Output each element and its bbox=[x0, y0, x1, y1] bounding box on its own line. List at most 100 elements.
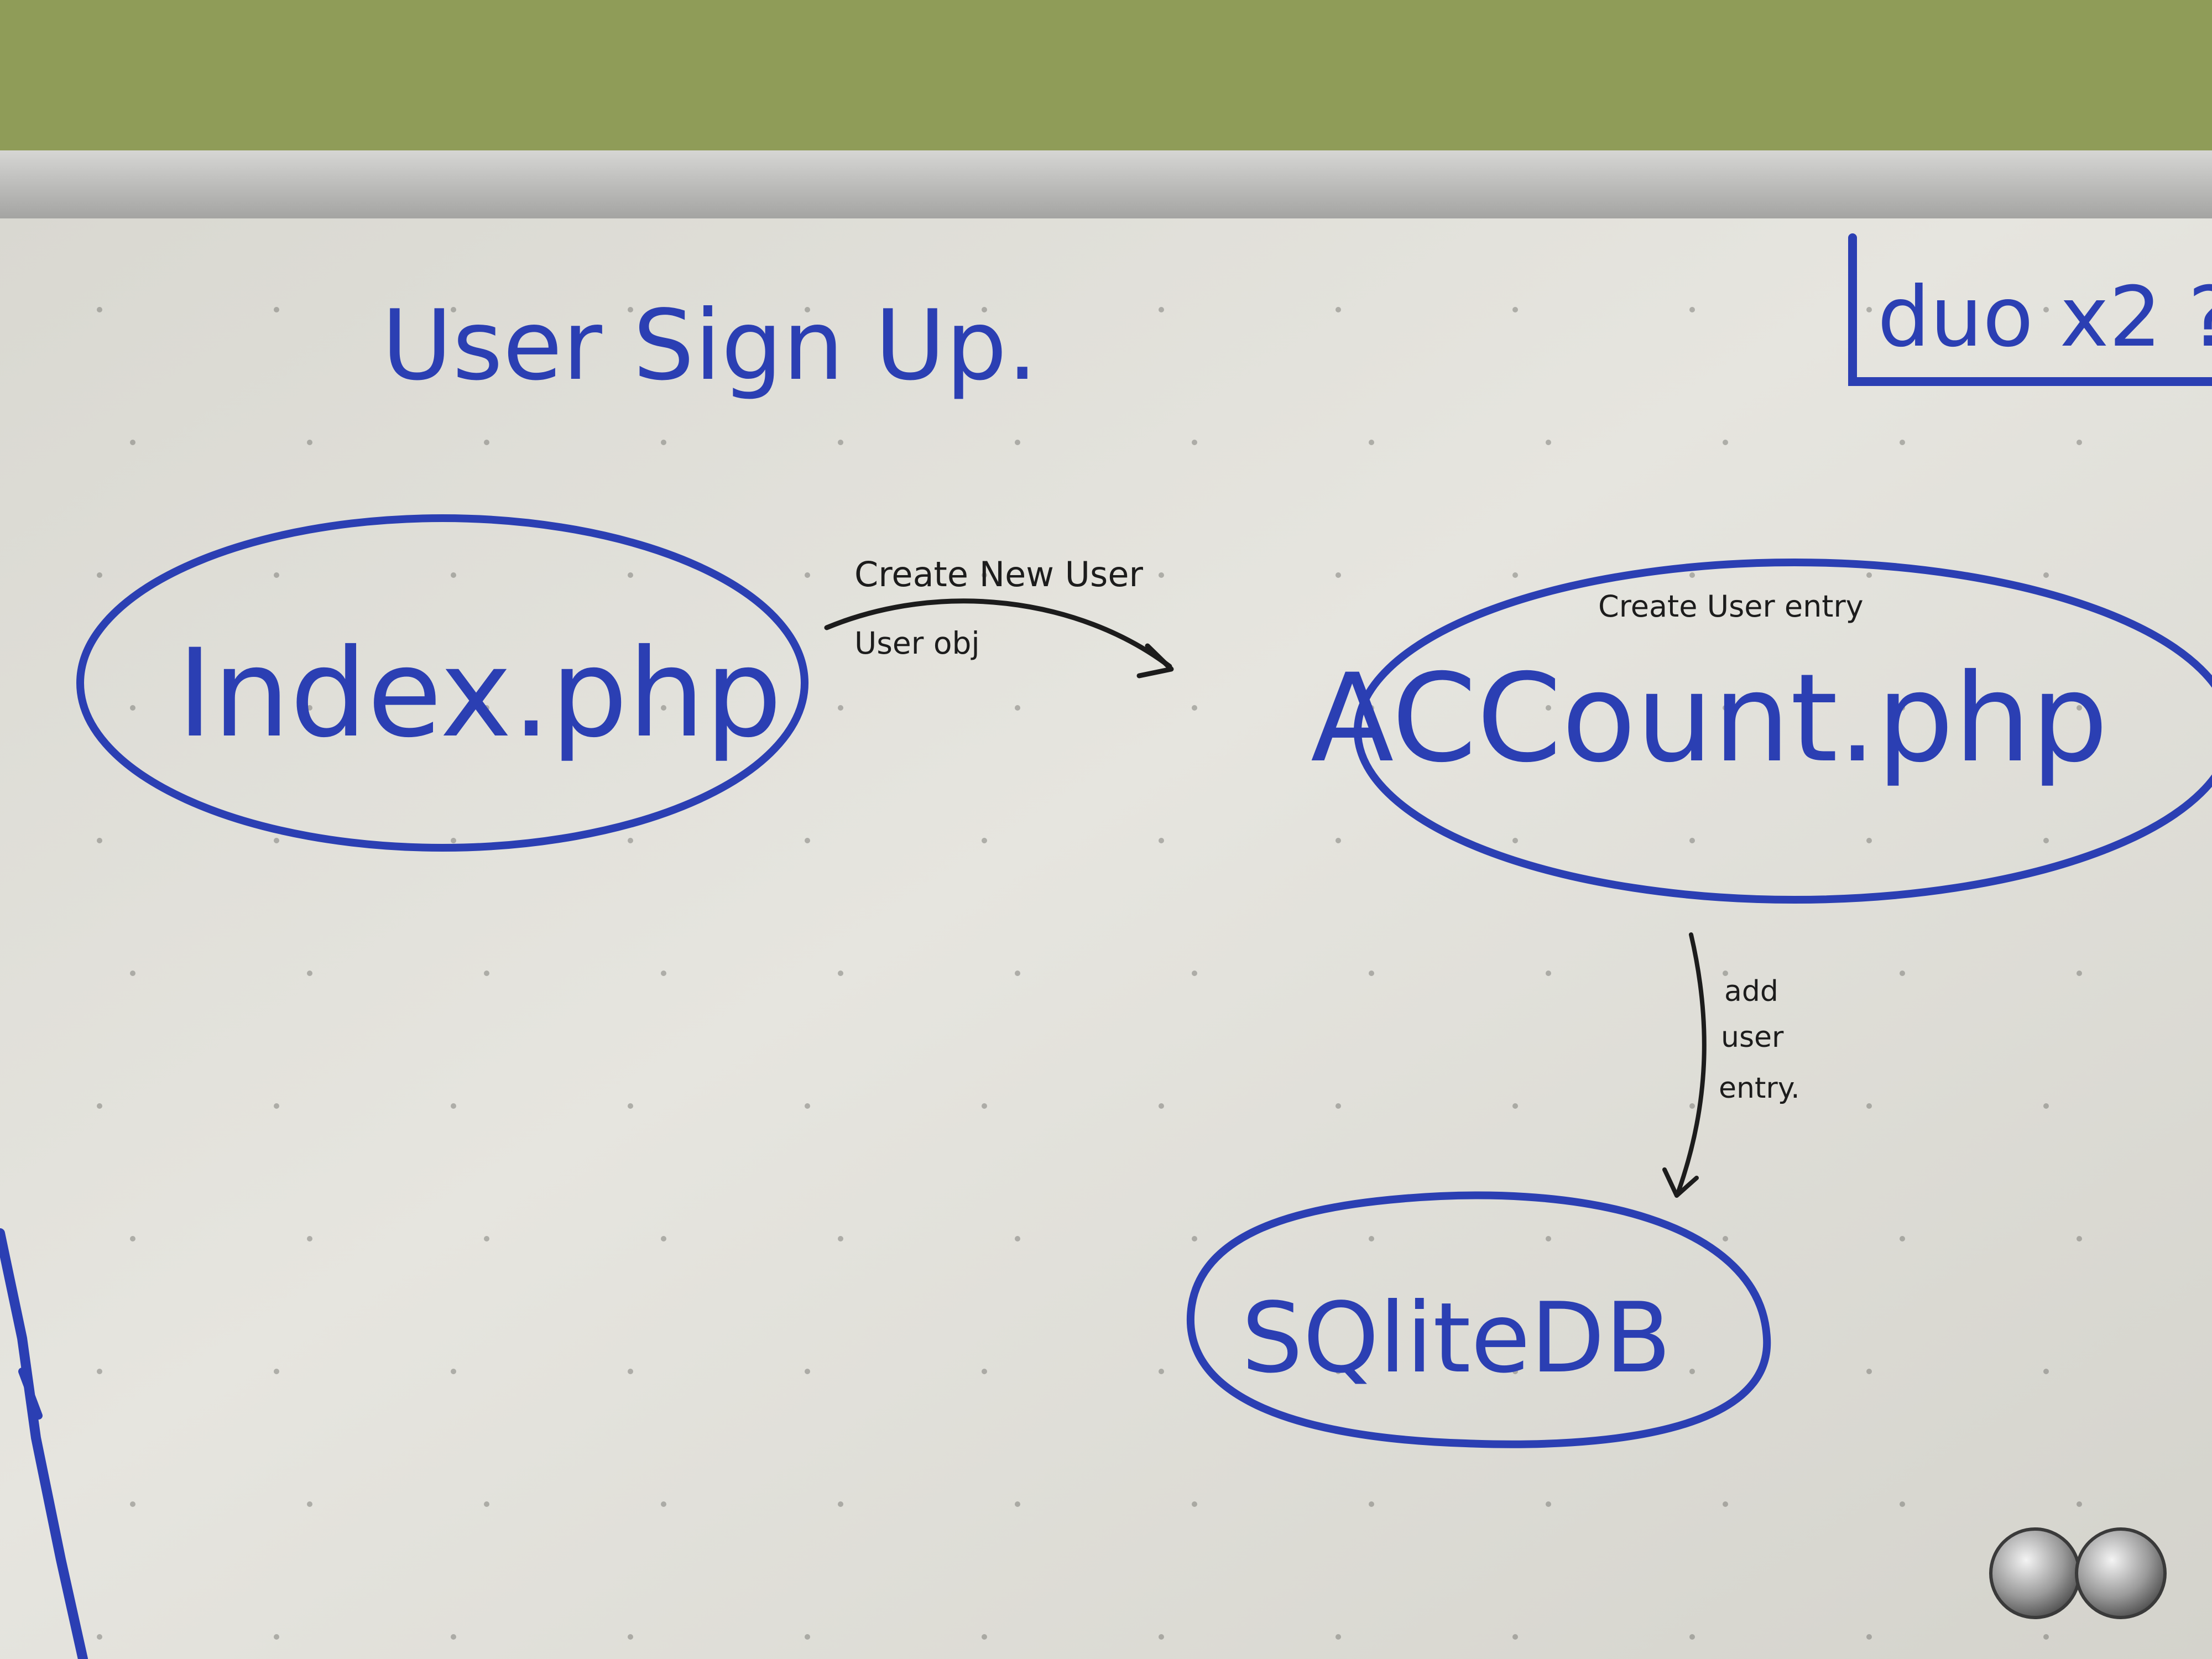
board-dot bbox=[1512, 1634, 1518, 1640]
board-dot bbox=[1369, 1236, 1374, 1241]
board-dot bbox=[1546, 971, 1551, 976]
board-dot bbox=[1546, 1236, 1551, 1241]
board-dot bbox=[1335, 1369, 1341, 1374]
magnet-right bbox=[2075, 1527, 2167, 1619]
board-dot bbox=[1900, 1501, 1905, 1507]
board-dot bbox=[274, 1369, 279, 1374]
board-dot bbox=[628, 1103, 633, 1109]
board-dot bbox=[661, 705, 666, 711]
board-dot bbox=[1689, 1369, 1695, 1374]
board-dot bbox=[1866, 307, 1872, 312]
board-dot bbox=[838, 971, 843, 976]
board-dot bbox=[1159, 572, 1164, 578]
edge-index-account-line bbox=[824, 598, 1172, 669]
board-dot bbox=[484, 1236, 489, 1241]
board-dot bbox=[661, 1236, 666, 1241]
board-dot bbox=[1900, 705, 1905, 711]
board-dot bbox=[1512, 1369, 1518, 1374]
board-dot bbox=[2043, 307, 2049, 312]
board-dot bbox=[1192, 440, 1197, 445]
board-dot bbox=[1335, 307, 1341, 312]
board-dot bbox=[1723, 705, 1728, 711]
board-dot bbox=[274, 307, 279, 312]
board-dot bbox=[2043, 572, 2049, 578]
board-dot bbox=[628, 1369, 633, 1374]
node-account-ellipse bbox=[1354, 559, 2212, 904]
board-dot bbox=[2077, 1501, 2082, 1507]
board-dot bbox=[661, 440, 666, 445]
edge-add-label: add bbox=[1724, 975, 1778, 1008]
board-dot bbox=[628, 572, 633, 578]
edge-index-account-arrowhead bbox=[1136, 643, 1174, 679]
board-dot bbox=[97, 307, 102, 312]
board-dot bbox=[1015, 705, 1020, 711]
edge-account-sqlite-arrowhead bbox=[1662, 1167, 1699, 1198]
board-dot bbox=[1192, 1501, 1197, 1507]
board-dot bbox=[484, 971, 489, 976]
board-dot bbox=[982, 838, 987, 843]
board-dot bbox=[1866, 572, 1872, 578]
board-dot bbox=[661, 1501, 666, 1507]
node-index-label: Index.php bbox=[177, 623, 782, 764]
board-dot bbox=[274, 1634, 279, 1640]
board-dot bbox=[1192, 971, 1197, 976]
diagram-title: User Sign Up. bbox=[382, 290, 1038, 402]
board-dot bbox=[838, 705, 843, 711]
board-dot bbox=[1866, 1103, 1872, 1109]
board-dot bbox=[805, 1103, 810, 1109]
board-dot bbox=[307, 1236, 312, 1241]
node-index-php: Index.php bbox=[76, 514, 808, 852]
board-dot bbox=[97, 1103, 102, 1109]
board-dot bbox=[982, 1103, 987, 1109]
board-dot bbox=[1335, 838, 1341, 843]
node-account-note: Create User entry bbox=[1598, 589, 1864, 624]
board-dot bbox=[1546, 1501, 1551, 1507]
board-dot bbox=[1866, 838, 1872, 843]
board-dot bbox=[1723, 1236, 1728, 1241]
board-dot bbox=[1159, 1103, 1164, 1109]
board-dot bbox=[451, 307, 456, 312]
board-dot bbox=[1546, 705, 1551, 711]
board-dot bbox=[628, 1634, 633, 1640]
board-dot bbox=[307, 440, 312, 445]
board-dot bbox=[2077, 705, 2082, 711]
board-dot bbox=[130, 705, 135, 711]
board-dot bbox=[1335, 572, 1341, 578]
board-dot bbox=[2043, 1634, 2049, 1640]
board-dot bbox=[130, 1236, 135, 1241]
board-dot bbox=[97, 1634, 102, 1640]
board-dot bbox=[1900, 1236, 1905, 1241]
board-dot bbox=[1689, 1103, 1695, 1109]
board-dot bbox=[484, 1501, 489, 1507]
board-dot bbox=[1015, 1501, 1020, 1507]
edge-user-label: user bbox=[1721, 1021, 1784, 1054]
board-dot bbox=[451, 1103, 456, 1109]
board-dot bbox=[661, 971, 666, 976]
board-dot bbox=[484, 440, 489, 445]
edge-create-new-user-label: Create New User bbox=[854, 554, 1143, 594]
wall bbox=[0, 0, 2212, 166]
board-dot bbox=[2077, 440, 2082, 445]
board-dot bbox=[628, 838, 633, 843]
edge-account-sqlite-line bbox=[1676, 932, 1707, 1194]
board-dot bbox=[1866, 1634, 1872, 1640]
board-dot bbox=[1546, 440, 1551, 445]
board-dot bbox=[1159, 838, 1164, 843]
board-dot bbox=[97, 1369, 102, 1374]
board-dot bbox=[1015, 440, 1020, 445]
board-dot bbox=[274, 838, 279, 843]
board-dot bbox=[982, 572, 987, 578]
corner-note: duo x2 ? bbox=[1848, 233, 2212, 386]
board-dot bbox=[1369, 1501, 1374, 1507]
node-account-label: ACCount.php bbox=[1311, 648, 2108, 789]
board-dot bbox=[484, 705, 489, 711]
board-dot bbox=[1512, 838, 1518, 843]
edge-entry-label: entry. bbox=[1719, 1072, 1800, 1105]
board-dot bbox=[274, 1103, 279, 1109]
board-dot bbox=[805, 572, 810, 578]
board-dot bbox=[1335, 1103, 1341, 1109]
board-dot bbox=[2077, 971, 2082, 976]
board-magnets bbox=[1989, 1527, 2167, 1619]
board-dot bbox=[1723, 971, 1728, 976]
board-dot bbox=[838, 1501, 843, 1507]
